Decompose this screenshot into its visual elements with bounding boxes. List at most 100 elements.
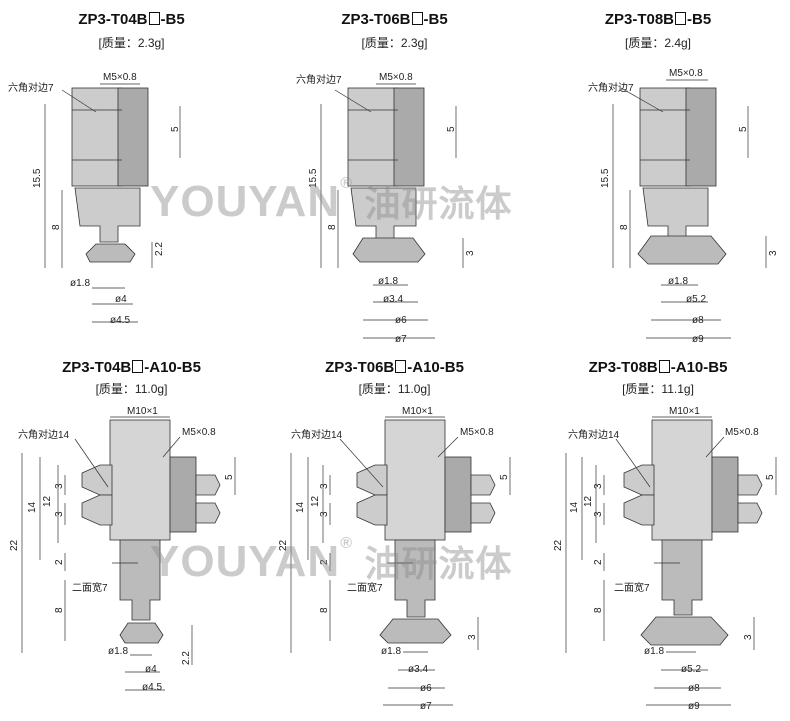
model-title: ZP3-T06B-B5 xyxy=(341,11,448,28)
option-box xyxy=(148,12,160,25)
model-title: ZP3-T08B-A10-B5 xyxy=(588,359,728,376)
model-title: ZP3-T08B-B5 xyxy=(604,11,712,28)
part-drawing: 六角对边7 M5×0.8 5 15.5 8 2.2 ø1.8 ø4 ø4.5 xyxy=(8,72,181,326)
dia-3: ø6 xyxy=(395,315,407,326)
mass-label: [质量：2.3g] xyxy=(98,36,165,50)
dim-2: 2 xyxy=(593,559,604,565)
part-drawing: M10×1 六角对边14 M5×0.8 二面宽7 22 14 12 3 3 5 … xyxy=(278,406,511,712)
dim-3b: 3 xyxy=(319,511,330,517)
dia-3: ø6 xyxy=(420,683,432,694)
dim-8: 8 xyxy=(619,224,630,230)
mass-label: [质量：11.0g] xyxy=(95,382,168,396)
hex-label: 六角对边7 xyxy=(8,81,54,94)
pad xyxy=(85,243,136,263)
dim-12: 12 xyxy=(583,495,594,507)
hex-label: 六角对边14 xyxy=(18,428,70,441)
mass-label: [质量：11.1g] xyxy=(622,382,694,396)
mass-label: [质量：11.0g] xyxy=(358,382,431,396)
dia-3: ø4.5 xyxy=(110,315,130,326)
model-title: ZP3-T06B-A10-B5 xyxy=(325,359,464,376)
dim-5: 5 xyxy=(738,126,749,132)
dim-total: 22 xyxy=(553,539,564,551)
flats-label: 二面宽7 xyxy=(347,581,383,594)
dia-4: ø9 xyxy=(692,334,704,345)
dim-3b: 3 xyxy=(54,511,65,517)
dia-4: ø7 xyxy=(420,701,432,712)
dia-3: ø8 xyxy=(692,315,704,326)
thread-big-dim: M10×1 xyxy=(402,406,433,417)
dim-3a: 3 xyxy=(593,483,604,489)
dim-8: 8 xyxy=(54,607,65,613)
dim-2: 2 xyxy=(319,559,330,565)
dia-1: ø1.8 xyxy=(644,646,664,657)
dim-8: 8 xyxy=(327,224,338,230)
dim-total: 22 xyxy=(9,539,20,551)
body-section xyxy=(117,87,149,187)
dim-5: 5 xyxy=(170,126,181,132)
option-box xyxy=(132,360,144,373)
dim-3a: 3 xyxy=(54,483,65,489)
drawing-bottom-1: ZP3-T04B-A10-B5 [质量：11.0g] xyxy=(0,345,263,721)
thread-big-dim: M10×1 xyxy=(669,406,700,417)
drawing-top-1: ZP3-T04B-B5 [质量：2.3g] 六角对边7 M5×0.8 5 15.… xyxy=(0,0,263,345)
thread-dim: M5×0.8 xyxy=(182,427,216,438)
dim-pad: 3 xyxy=(467,634,478,640)
hex-body xyxy=(71,87,123,187)
dim-8: 8 xyxy=(593,607,604,613)
part-drawing: M10×1 六角对边14 M5×0.8 二面宽7 22 14 12 3 3 5 … xyxy=(553,406,777,712)
drawing-top-2: ZP3-T06B-B5 [质量：2.3g] 六角对边7 M5×0.8 5 15.… xyxy=(263,0,526,345)
dia-1: ø1.8 xyxy=(381,646,401,657)
dim-14: 14 xyxy=(569,501,580,513)
option-box xyxy=(658,360,670,373)
dia-1: ø1.8 xyxy=(378,276,398,287)
part-drawing: M10×1 六角对边14 M5×0.8 二面宽7 22 14 12 3 3 5 … xyxy=(9,406,236,693)
option-box xyxy=(411,12,423,25)
dim-5: 5 xyxy=(499,474,510,480)
thread-dim: M5×0.8 xyxy=(379,72,413,83)
model-title: ZP3-T04B-B5 xyxy=(78,11,185,28)
dim-pad: 3 xyxy=(465,250,476,256)
thread-dim: M5×0.8 xyxy=(103,72,137,83)
dia-2: ø5.2 xyxy=(681,664,701,675)
dia-2: ø4 xyxy=(145,664,157,675)
dim-3b: 3 xyxy=(593,511,604,517)
hex-label: 六角对边14 xyxy=(568,428,620,441)
mass-label: [质量：2.3g] xyxy=(361,36,428,50)
flats-label: 二面宽7 xyxy=(614,581,650,594)
hex-label: 六角对边7 xyxy=(588,81,634,94)
part-drawing: 六角对边7 M5×0.8 5 15.5 8 3 ø1.8 ø5.2 ø8 ø9 xyxy=(588,68,779,345)
option-box xyxy=(675,12,686,25)
dim-total: 15.5 xyxy=(32,168,43,188)
neck xyxy=(74,187,141,243)
dim-total: 15.5 xyxy=(308,168,319,188)
dim-8: 8 xyxy=(51,224,62,230)
watermark-bottom: YOUYAN® 油研流体 xyxy=(150,535,513,586)
mass-label: [质量：2.4g] xyxy=(624,36,692,50)
dim-pad: 2.2 xyxy=(154,242,165,256)
dia-2: ø4 xyxy=(115,294,127,305)
option-box xyxy=(395,360,407,373)
part-drawing: 六角对边7 M5×0.8 5 15.5 8 3 ø1.8 ø3.4 ø6 ø7 xyxy=(296,72,476,345)
dim-pad: 2.2 xyxy=(181,651,192,665)
dia-2: ø3.4 xyxy=(383,294,403,305)
dim-pad: 3 xyxy=(768,250,779,256)
dim-12: 12 xyxy=(310,495,321,507)
dim-total: 22 xyxy=(278,539,289,551)
thread-dim: M5×0.8 xyxy=(669,68,703,79)
dia-1: ø1.8 xyxy=(70,278,90,289)
dim-2: 2 xyxy=(54,559,65,565)
dim-pad: 3 xyxy=(743,634,754,640)
drawing-bottom-2: ZP3-T06B-A10-B5 [质量：11.0g] xyxy=(263,345,526,721)
dia-2: ø3.4 xyxy=(408,664,428,675)
dim-5: 5 xyxy=(224,474,235,480)
dia-4: ø7 xyxy=(395,334,407,345)
dim-total: 15.5 xyxy=(600,168,611,188)
thread-dim: M5×0.8 xyxy=(460,427,494,438)
dim-14: 14 xyxy=(27,501,38,513)
dim-5: 5 xyxy=(446,126,457,132)
thread-big-dim: M10×1 xyxy=(127,406,158,417)
dia-1: ø1.8 xyxy=(108,646,128,657)
drawing-top-3: ZP3-T08B-B5 [质量：2.4g] 六角对边7 M5×0.8 5 15.… xyxy=(526,0,790,345)
dim-12: 12 xyxy=(42,495,53,507)
drawing-bottom-3: ZP3-T08B-A10-B5 [质量：11.1g] xyxy=(526,345,790,721)
